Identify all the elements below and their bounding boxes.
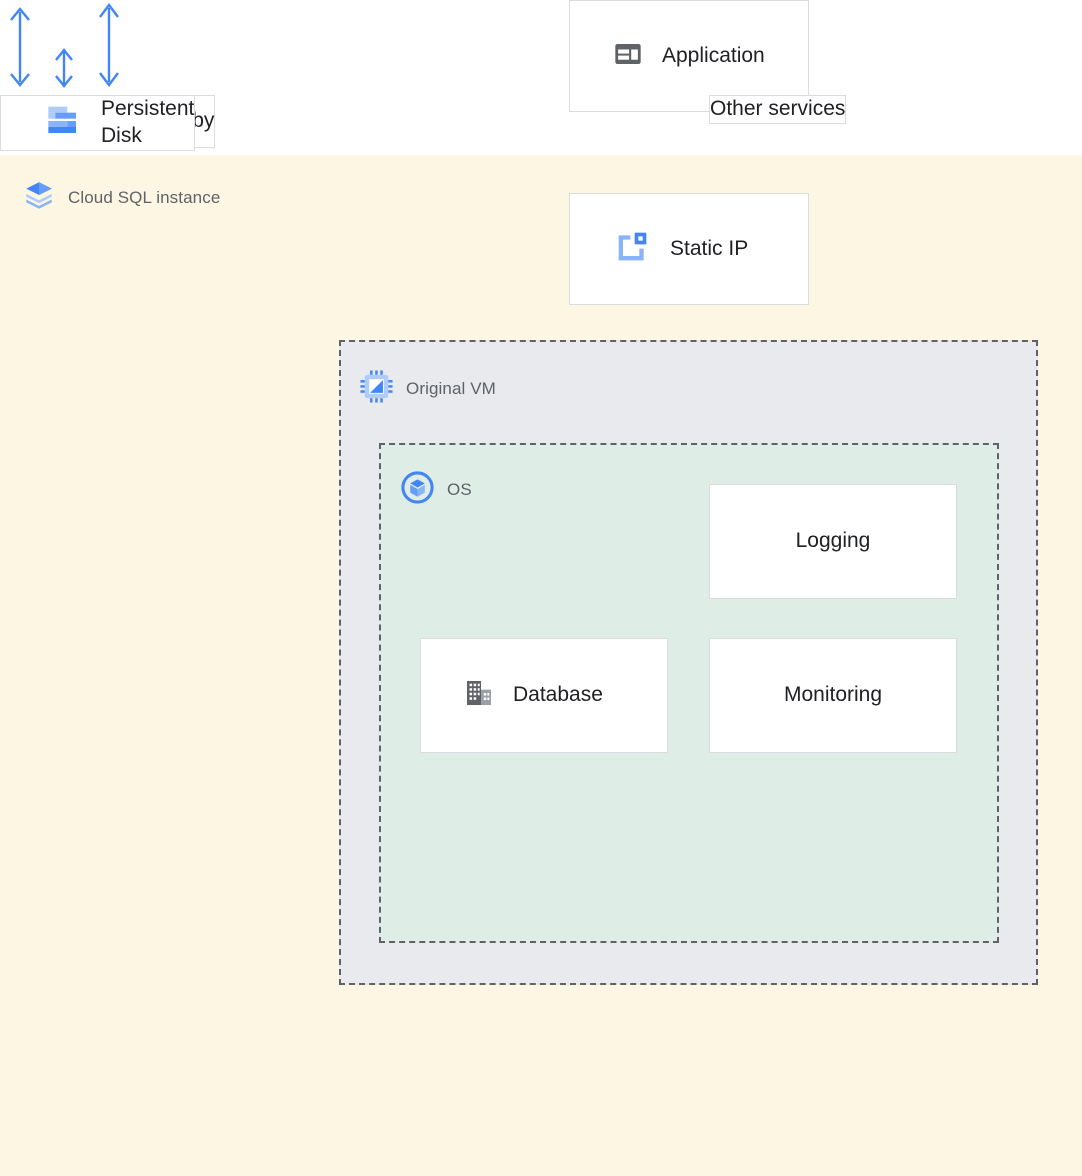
cloud-sql-layers-icon	[22, 178, 56, 217]
node-static-ip[interactable]: Static IP	[569, 193, 809, 305]
node-persistent-disk-label: Persistent Disk	[101, 97, 195, 147]
node-logging[interactable]: Logging	[709, 484, 957, 599]
node-other-services[interactable]: Other services	[709, 95, 847, 124]
connector-application-static-ip	[10, 7, 30, 87]
os-header: OS	[400, 470, 472, 510]
persistent-disk-steps-icon	[43, 100, 83, 145]
cloud-sql-instance-header: Cloud SQL instance	[22, 178, 220, 217]
node-database[interactable]: Database	[420, 638, 668, 753]
os-label: OS	[447, 480, 472, 499]
node-static-ip-label: Static IP	[670, 236, 749, 260]
node-monitoring[interactable]: Monitoring	[709, 638, 957, 753]
node-application[interactable]: Application	[569, 0, 809, 112]
cloud-sql-instance-label: Cloud SQL instance	[68, 187, 221, 207]
static-ip-bracket-icon	[612, 227, 652, 272]
original-vm-header: Original VM	[359, 369, 496, 409]
connector-os-persistent-disk	[98, 2, 119, 87]
node-persistent-disk[interactable]: Persistent Disk	[0, 95, 196, 151]
database-building-icon	[463, 677, 495, 714]
node-logging-label: Logging	[795, 529, 871, 553]
node-other-services-label: Other services	[710, 97, 846, 120]
os-cube-circle-icon	[400, 470, 435, 510]
node-monitoring-label: Monitoring	[783, 683, 883, 707]
node-application-label: Application	[662, 43, 765, 67]
cpu-chip-icon	[359, 369, 394, 409]
original-vm-label: Original VM	[406, 379, 496, 398]
node-database-label: Database	[513, 683, 603, 707]
application-window-icon	[612, 38, 644, 75]
connector-static-ip-original-vm	[55, 48, 74, 88]
